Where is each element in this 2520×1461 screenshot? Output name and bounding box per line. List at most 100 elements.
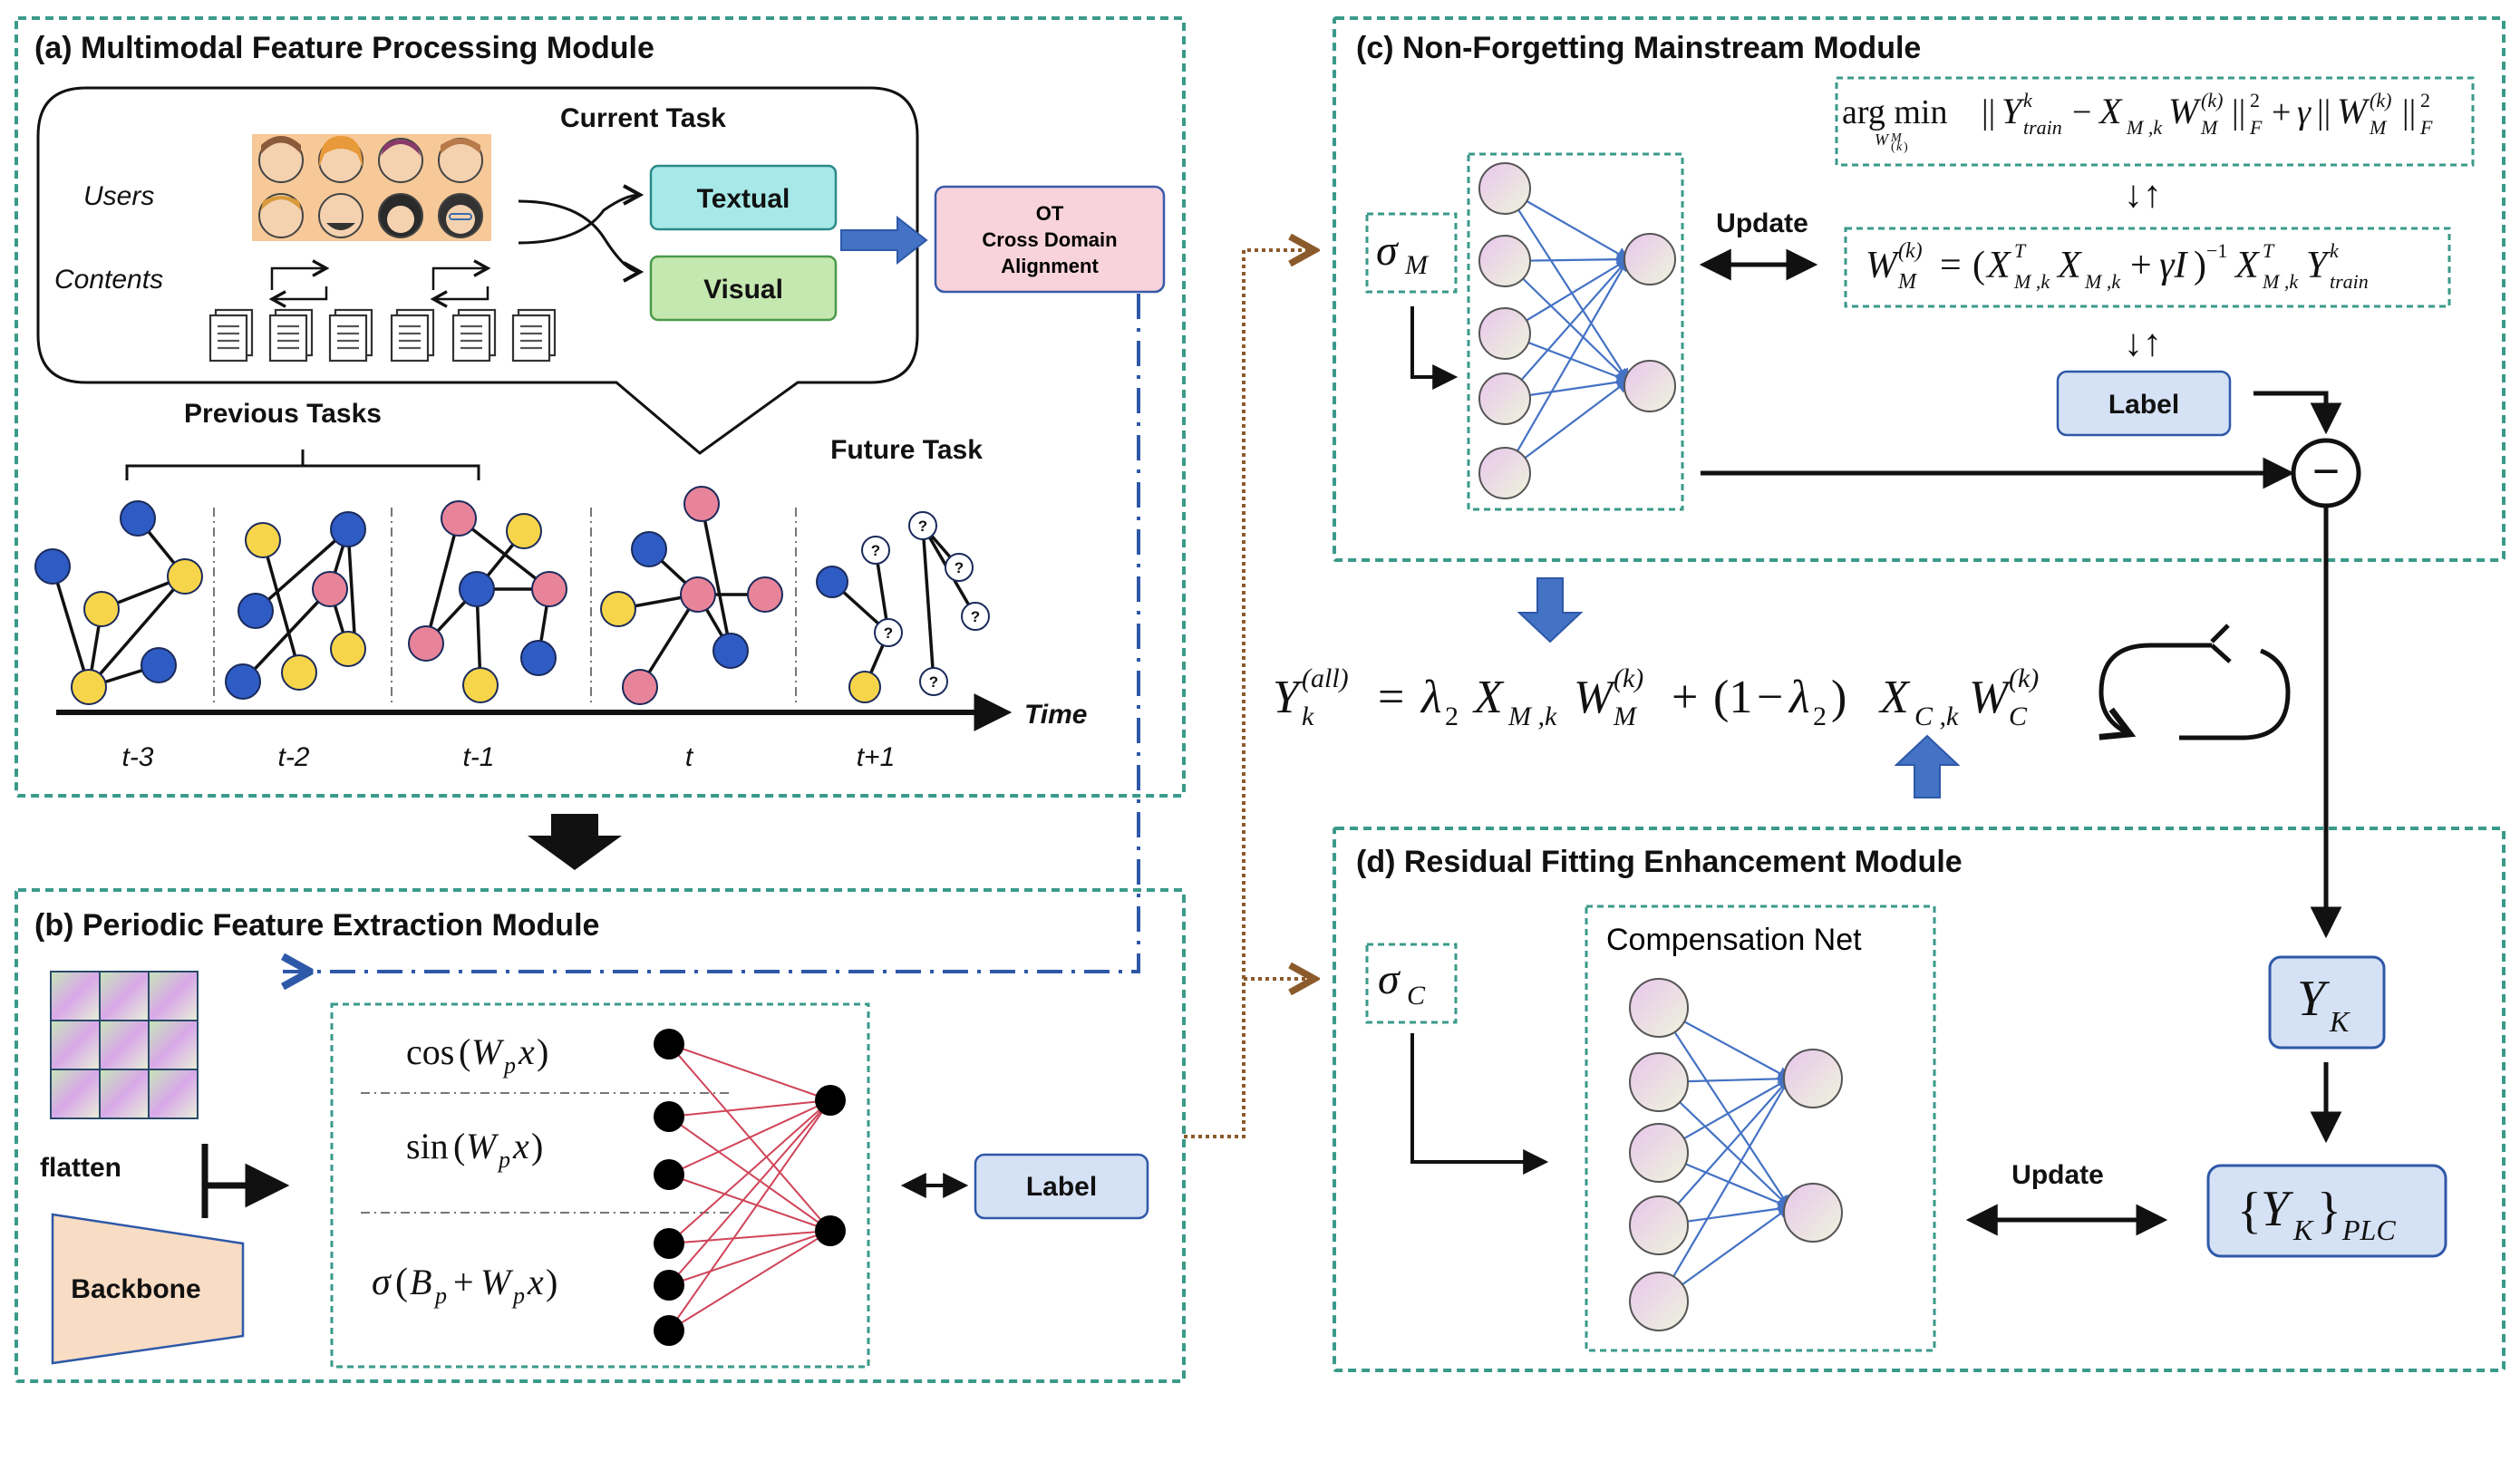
svg-text:(k): (k) [2201, 89, 2223, 111]
label-box-c [2056, 370, 2232, 437]
graph-t-3 [34, 500, 203, 705]
unknown-node-mark: ? [918, 518, 927, 535]
svg-text:K: K [2329, 1005, 2350, 1038]
time-tick: t-3 [121, 742, 153, 772]
svg-text:x: x [518, 1031, 535, 1072]
svg-text:): ) [2194, 245, 2206, 286]
svg-text:M: M [2200, 116, 2219, 139]
svg-text:B: B [410, 1262, 431, 1302]
svg-text:F: F [2249, 116, 2263, 139]
sigma-m-sub: M [1404, 250, 1430, 280]
svg-text:2: 2 [1445, 701, 1459, 731]
svg-text:sin: sin [406, 1126, 449, 1166]
svg-text:−1: −1 [2206, 239, 2227, 262]
svg-text:M: M [1890, 131, 1903, 145]
time-tick: t+1 [857, 742, 896, 772]
svg-text:{: { [2237, 1183, 2262, 1239]
graph-t-plus-1: ? ? ? ? ? ? [816, 511, 990, 703]
svg-text:−: − [2072, 93, 2091, 131]
periodic-net-edges [668, 1043, 831, 1331]
svg-text:||: || [2317, 93, 2331, 131]
update-label-d: Update [2011, 1160, 2104, 1190]
svg-text:X: X [2098, 91, 2123, 131]
svg-text:λ: λ [1788, 672, 1810, 723]
svg-text:train: train [2330, 270, 2369, 293]
periodic-formula-cos: cos ( W p x ) [406, 1031, 548, 1079]
svg-text:M ,k: M ,k [2013, 270, 2050, 293]
update-arrows-c2: ↓↑ [2124, 323, 2162, 364]
argmin-formula: arg min W (k) M || Y k train − X M ,k W … [1842, 89, 2433, 154]
svg-text:X: X [1985, 245, 2012, 286]
svg-text:p: p [502, 1052, 516, 1079]
svg-text:W: W [1969, 672, 2012, 723]
svg-text:(k): (k) [2370, 89, 2391, 111]
module-a: (a) Multimodal Feature Processing Module… [15, 16, 1186, 798]
c-to-formula-arrow [1517, 577, 1584, 643]
svg-text:cos: cos [406, 1031, 454, 1072]
yk-plc-symbol: { Y K } PLC [2237, 1181, 2396, 1246]
d-to-formula-arrow [1894, 734, 1961, 798]
svg-text:(: ( [395, 1262, 408, 1303]
label-to-minus-arrow [2253, 391, 2342, 435]
svg-text:γ: γ [2297, 93, 2312, 131]
document-stack-icon [208, 308, 557, 363]
update-arrows-c1: ↓↑ [2124, 174, 2162, 216]
svg-text:(: ( [1891, 140, 1895, 154]
update-label-c: Update [1716, 208, 1808, 238]
sigma-c-symbol: σ [1378, 955, 1401, 1003]
svg-text:(: ( [453, 1126, 465, 1166]
svg-text:W: W [1574, 672, 1617, 723]
svg-text:λ: λ [1420, 672, 1442, 723]
compensation-net-label: Compensation Net [1606, 923, 1862, 957]
svg-text:(k): (k) [1898, 239, 1923, 263]
module-c-title: (c) Non-Forgetting Mainstream Module [1356, 31, 1921, 65]
sigma-m-symbol: σ [1376, 227, 1400, 275]
svg-text:W: W [2168, 91, 2202, 131]
svg-text:): ) [537, 1031, 548, 1072]
svg-text:k: k [1302, 701, 1314, 731]
svg-text:X: X [2056, 245, 2083, 286]
ot-line3: Alignment [1001, 255, 1099, 277]
closed-form-formula: W M (k) = ( X M ,k T X M ,k + γI ) −1 X … [1866, 239, 2369, 294]
module-d-title: (d) Residual Fitting Enhancement Module [1356, 845, 1963, 879]
previous-tasks-label: Previous Tasks [184, 399, 382, 429]
svg-text:W: W [471, 1031, 505, 1072]
feature-grid-icon [50, 971, 199, 1119]
minus-symbol: − [2312, 444, 2341, 498]
svg-text:train: train [2023, 116, 2062, 139]
label-text-c: Label [2108, 390, 2179, 420]
module-b: (b) Periodic Feature Extraction Module f… [15, 888, 1186, 1383]
svg-text:σ: σ [372, 1262, 393, 1303]
svg-text:=: = [1378, 672, 1404, 723]
visual-label: Visual [703, 275, 783, 305]
svg-text:M ,k: M ,k [1507, 701, 1557, 731]
svg-text:M ,k: M ,k [2084, 270, 2121, 293]
svg-text:−: − [1757, 672, 1783, 723]
module-d: (d) Residual Fitting Enhancement Module … [1333, 827, 2505, 1372]
unknown-node-mark: ? [884, 624, 893, 642]
svg-text:arg min: arg min [1842, 93, 1947, 131]
module-b-title: (b) Periodic Feature Extraction Module [34, 908, 599, 943]
module-a-title: (a) Multimodal Feature Processing Module [34, 31, 654, 65]
flatten-label: flatten [40, 1153, 121, 1183]
svg-text:+: + [2272, 93, 2291, 131]
mainstream-net-nodes [1478, 162, 1676, 499]
yk-symbol: Y K [2297, 971, 2350, 1038]
svg-text:}: } [2317, 1183, 2341, 1239]
graph-t-1 [408, 500, 567, 703]
users-faces-icon [252, 134, 491, 241]
svg-text:(all): (all) [1302, 663, 1349, 693]
svg-text:W: W [466, 1126, 499, 1166]
backbone-label: Backbone [71, 1274, 200, 1304]
svg-text:): ) [546, 1262, 557, 1302]
svg-text:C ,k: C ,k [1914, 701, 1959, 731]
svg-text:): ) [531, 1126, 543, 1166]
dotted-connector-top [1184, 250, 1314, 1138]
svg-text:PLC: PLC [2341, 1214, 2396, 1246]
task-separators [213, 508, 797, 705]
textual-box [649, 164, 838, 231]
previous-tasks-brace [125, 450, 480, 480]
svg-text:X: X [1472, 672, 1505, 723]
svg-text:W: W [2337, 91, 2370, 131]
